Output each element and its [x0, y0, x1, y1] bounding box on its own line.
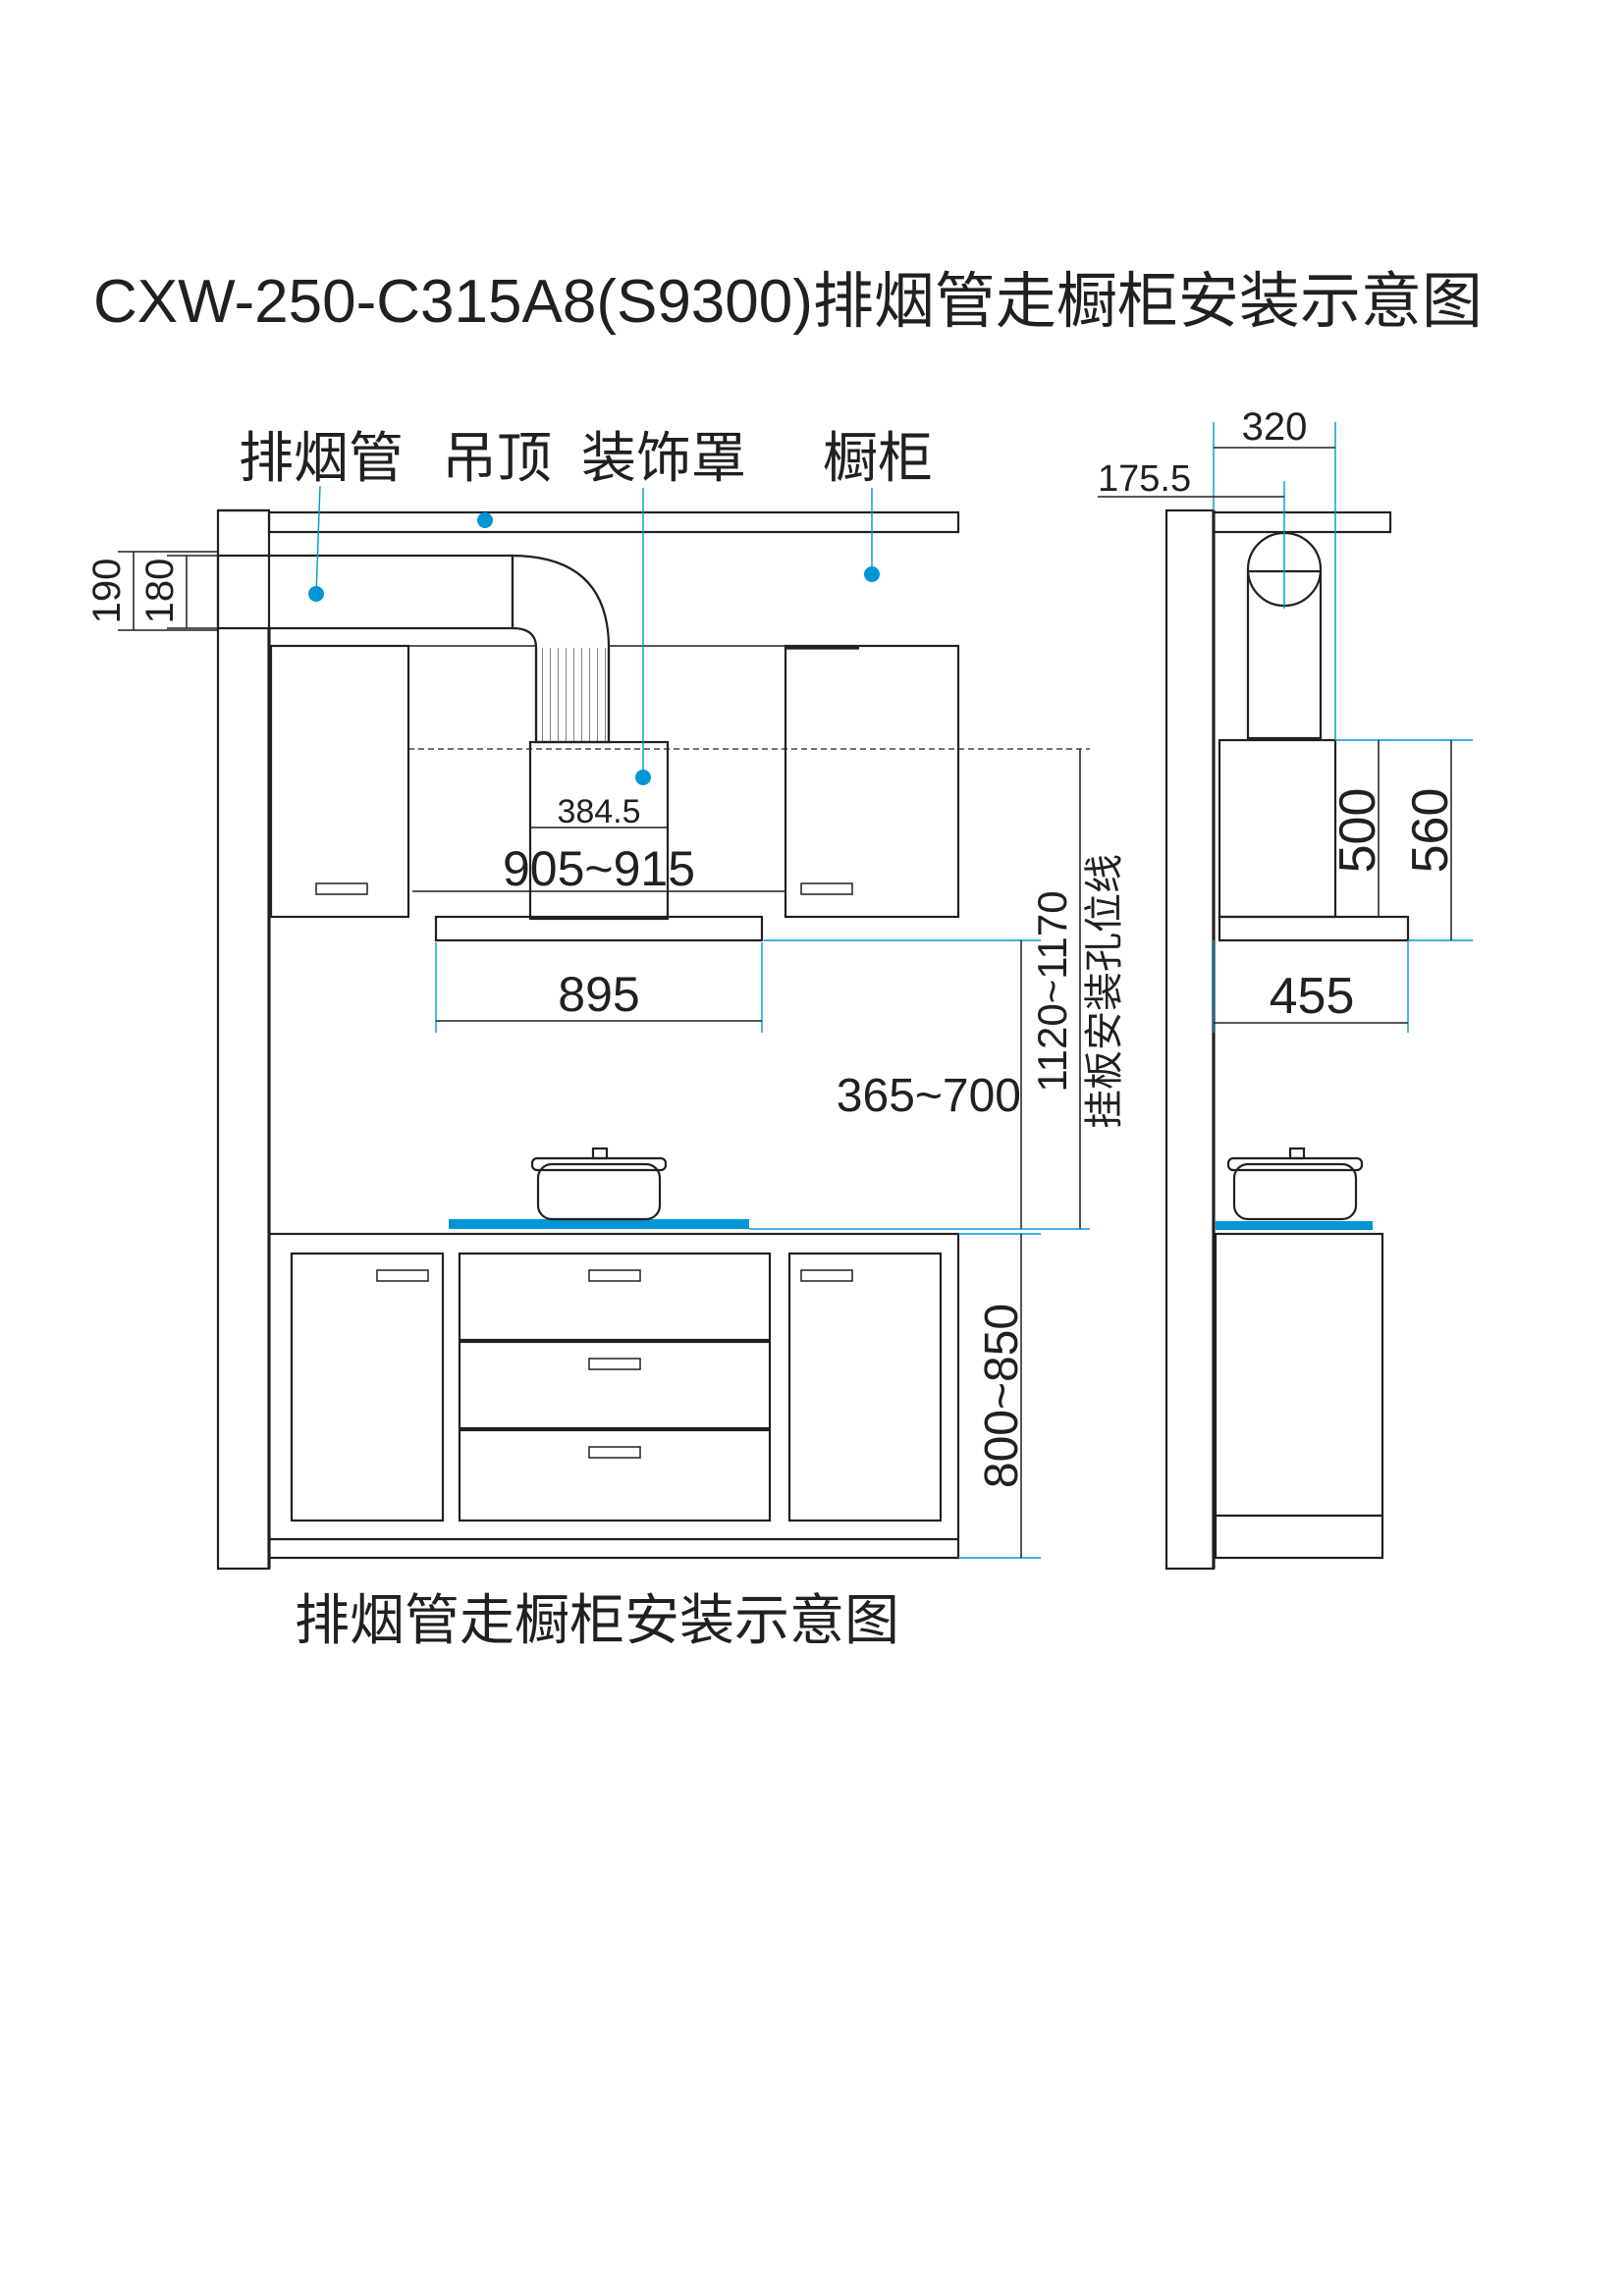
upper-cabinet-right [784, 644, 960, 919]
dim-175: 175.5 [1098, 458, 1191, 500]
cooking-pot-side-icon [1226, 1147, 1364, 1221]
dim-455: 455 [1270, 968, 1355, 1025]
hob [449, 1219, 749, 1229]
diagram-title: CXW-250-C315A8(S9300)排烟管走橱柜安装示意图 [93, 268, 1483, 336]
hob-side [1216, 1221, 1373, 1230]
brick-wall-side [1164, 508, 1216, 1571]
drawer-handle [800, 1269, 853, 1282]
cabinet-handle [800, 882, 853, 895]
dim-190: 190 [85, 559, 129, 624]
dim-384: 384.5 [557, 793, 640, 830]
dim-895: 895 [558, 967, 639, 1022]
drawer-handle [376, 1269, 429, 1282]
mount-line-label: 挂板安装孔位线 [1083, 854, 1126, 1129]
label-cabinet: 橱柜 [823, 427, 933, 489]
drawer-handle [588, 1269, 641, 1282]
cooking-pot-icon [530, 1147, 668, 1221]
dim-560: 560 [1402, 788, 1459, 874]
brick-wall [216, 508, 271, 1571]
hood-panel-side [1218, 915, 1410, 942]
ceiling-slab [267, 510, 960, 534]
front-view: 排烟管 吊顶 装饰罩 橱柜 190 180 384.5 905~915 895 … [85, 427, 1126, 1571]
side-view: 320 175.5 500 560 455 [1098, 405, 1473, 1571]
dim-duct-height [118, 551, 218, 631]
exhaust-duct [216, 554, 611, 744]
dim-320: 320 [1242, 405, 1308, 449]
dim-905: 905~915 [503, 841, 695, 896]
dim-800: 800~850 [976, 1304, 1028, 1488]
dim-180: 180 [138, 559, 182, 624]
hood-cover-side [1218, 738, 1337, 919]
drawer-handle [588, 1446, 641, 1459]
dim-365: 365~700 [837, 1070, 1021, 1122]
lower-cabinet-side [1214, 1232, 1384, 1560]
duct-side [1246, 569, 1323, 740]
diagram-caption: 排烟管走橱柜安装示意图 [295, 1589, 899, 1651]
hood-panel [434, 915, 764, 942]
dim-1120: 1120~1170 [1029, 890, 1075, 1092]
ceiling-slab-side [1212, 510, 1392, 534]
upper-cabinet-left [269, 644, 410, 919]
label-cover: 装饰罩 [581, 427, 746, 489]
cabinet-handle [315, 882, 368, 895]
drawer-handle [588, 1358, 641, 1370]
decorative-cover [528, 740, 670, 921]
dim-500: 500 [1329, 788, 1386, 874]
label-ceiling: 吊顶 [442, 427, 552, 489]
label-duct: 排烟管 [239, 427, 404, 489]
lower-cabinet [267, 1232, 960, 1560]
